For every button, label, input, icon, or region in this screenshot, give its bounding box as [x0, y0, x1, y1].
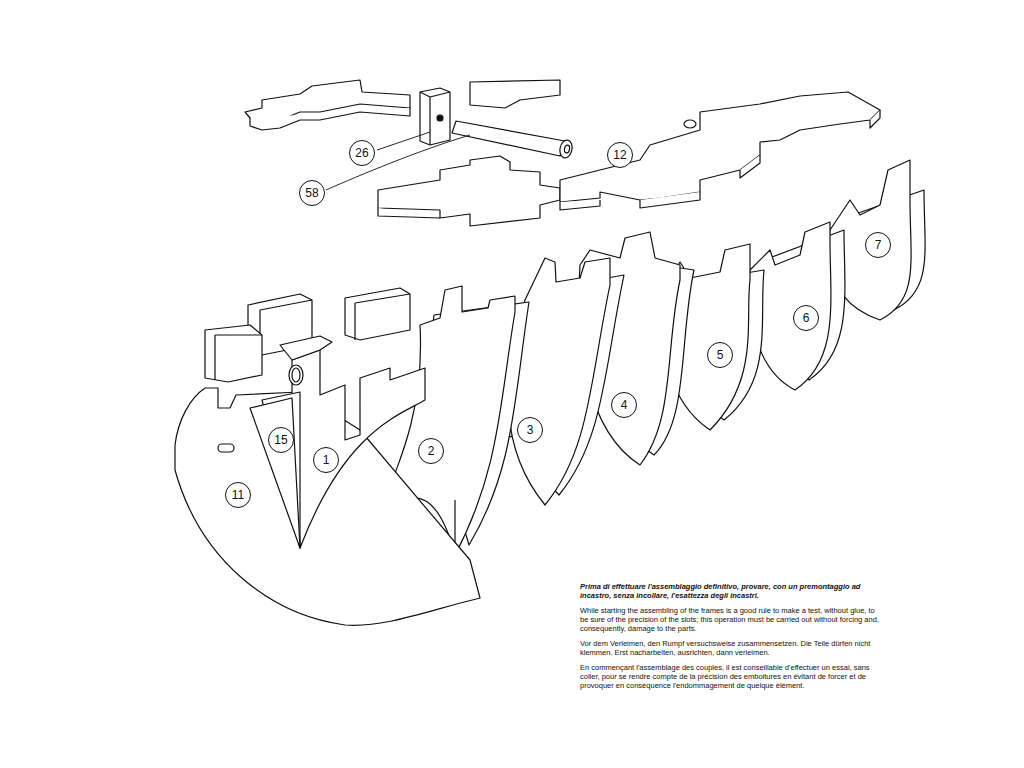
- instruction-note: Vor dem Verleimen, den Rumpf versuchswei…: [580, 639, 884, 657]
- callout-number: 58: [299, 180, 325, 206]
- callout-number: 5: [707, 342, 733, 368]
- callout-number: 15: [268, 427, 294, 453]
- callout-text: 58: [305, 187, 318, 199]
- instruction-note: While starting the assembling of the fra…: [580, 606, 884, 633]
- callout-number: 26: [349, 140, 375, 166]
- callout-number: 4: [611, 392, 637, 418]
- deck-parts: [245, 80, 880, 226]
- callout-text: 15: [274, 434, 287, 446]
- callout-number: 1: [313, 447, 339, 473]
- callout-text: 26: [355, 147, 368, 159]
- instruction-note: Prima di effettuare l'assemblaggio defin…: [580, 582, 884, 600]
- callout-text: 6: [803, 312, 810, 324]
- callout-text: 2: [428, 445, 435, 457]
- callout-number: 2: [418, 438, 444, 464]
- callout-text: 11: [232, 489, 244, 501]
- callout-number: 6: [793, 305, 819, 331]
- leader-lines: [326, 132, 470, 190]
- callout-text: 5: [717, 349, 724, 361]
- hull-frames: [175, 160, 925, 625]
- callout-number: 12: [607, 142, 633, 168]
- callout-text: 3: [527, 424, 534, 436]
- instruction-notes: Prima di effettuare l'assemblaggio defin…: [580, 582, 884, 696]
- callout-text: 7: [875, 239, 882, 251]
- callout-text: 1: [323, 454, 330, 466]
- callout-text: 12: [613, 149, 626, 161]
- callout-number: 7: [865, 232, 891, 258]
- instruction-note: En commençant l'assemblage des couples, …: [580, 663, 884, 690]
- callout-number: 3: [517, 417, 543, 443]
- callout-text: 4: [621, 399, 628, 411]
- callout-number: 11: [225, 482, 251, 508]
